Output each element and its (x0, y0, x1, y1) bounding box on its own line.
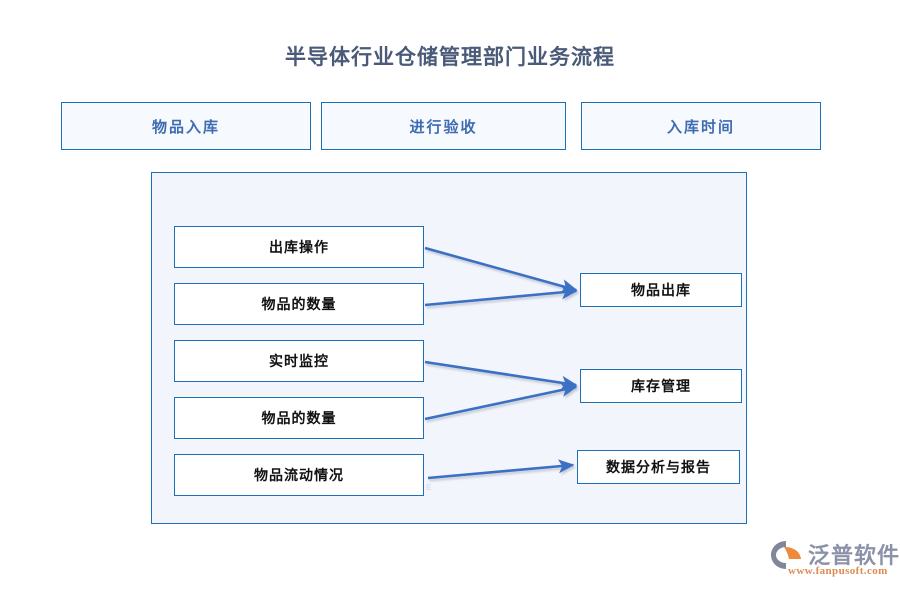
top-box-label: 进行验收 (409, 119, 478, 136)
top-box-label: 入库时间 (666, 119, 735, 136)
right-box-label: 物品出库 (631, 282, 691, 298)
left-box-label: 物品的数量 (261, 410, 337, 426)
right-box-label: 数据分析与报告 (606, 459, 711, 475)
top-box-item-inbound[interactable]: 物品入库 (61, 102, 311, 150)
left-box-realtime-monitoring[interactable]: 实时监控 (174, 340, 424, 382)
top-box-inspection[interactable]: 进行验收 (321, 102, 566, 150)
right-box-inventory-management[interactable]: 库存管理 (580, 369, 742, 403)
left-box-label: 物品流动情况 (254, 467, 344, 483)
page-title: 半导体行业仓储管理部门业务流程 (285, 45, 615, 69)
left-box-label: 物品的数量 (261, 296, 337, 312)
left-box-item-flow-status[interactable]: 物品流动情况 (174, 454, 424, 496)
left-box-item-quantity-2[interactable]: 物品的数量 (174, 397, 424, 439)
brand-logo-url: www.fanpusoft.com (788, 565, 888, 577)
right-box-item-outbound[interactable]: 物品出库 (580, 273, 742, 307)
right-box-label: 库存管理 (631, 378, 691, 394)
left-box-label: 出库操作 (269, 239, 329, 255)
left-box-label: 实时监控 (269, 353, 329, 369)
brand-logo-name: 泛普软件 (808, 543, 900, 568)
brand-logo-icon (770, 540, 806, 575)
left-box-outbound-operation[interactable]: 出库操作 (174, 226, 424, 268)
brand-logo: 泛普软件 www.fanpusoft.com (770, 538, 899, 586)
top-box-label: 物品入库 (151, 119, 220, 136)
left-box-item-quantity-1[interactable]: 物品的数量 (174, 283, 424, 325)
top-box-inbound-time[interactable]: 入库时间 (581, 102, 821, 150)
right-box-data-analysis-report[interactable]: 数据分析与报告 (577, 450, 740, 484)
